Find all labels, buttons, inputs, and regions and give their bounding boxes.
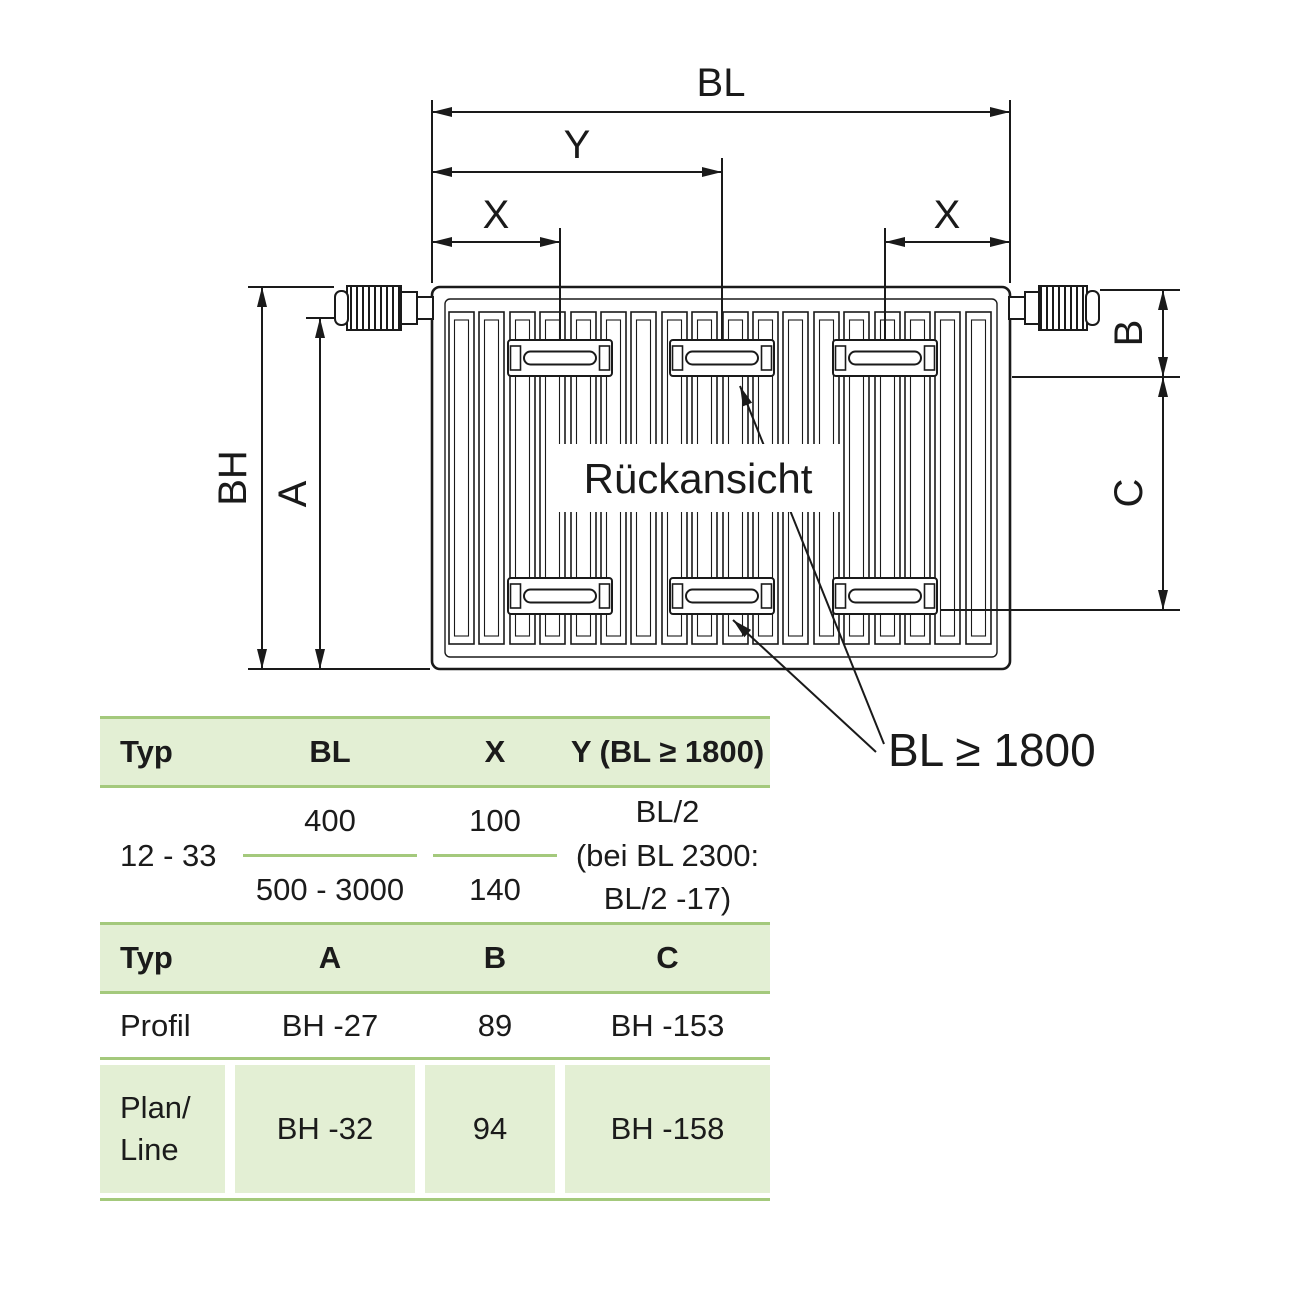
dimension-labels: BL Y X X BH A B C bbox=[211, 61, 1151, 507]
table1-bl-separator bbox=[243, 854, 417, 857]
view-label: Rückansicht bbox=[584, 455, 813, 502]
table2-profil-c: BH -153 bbox=[610, 1007, 725, 1043]
table2-header-row: Typ A B C bbox=[100, 922, 770, 994]
table1-bl-value-2: 500 - 3000 bbox=[255, 872, 405, 907]
table2-plan-a: BH -32 bbox=[235, 1065, 425, 1193]
table2-plan-typ-line-1: Plan/ bbox=[120, 1090, 191, 1126]
table-bottom-border bbox=[100, 1198, 770, 1201]
table1-header-typ: Typ bbox=[120, 734, 173, 769]
table2-plan-typ: Plan/ Line bbox=[100, 1065, 235, 1193]
table2-row-plan-line: Plan/ Line BH -32 94 BH -158 bbox=[100, 1065, 770, 1193]
table2-header-c: C bbox=[656, 940, 679, 975]
table2-row-profil: Profil BH -27 89 BH -153 bbox=[100, 994, 770, 1060]
dim-label-b: B bbox=[1107, 320, 1151, 347]
table1-y-line-2: (bei BL 2300: bbox=[575, 837, 760, 873]
table1-header-y: Y (BL ≥ 1800) bbox=[570, 734, 765, 769]
table2-header-typ: Typ bbox=[120, 940, 173, 975]
table1-body: 12 - 33 400 500 - 3000 100 140 BL/2 (bei… bbox=[100, 788, 770, 922]
table2-profil-typ: Profil bbox=[120, 1007, 191, 1043]
thermostat-valve-icon bbox=[334, 285, 434, 331]
view-label-box bbox=[556, 444, 840, 512]
table1-y-line-1: BL/2 bbox=[635, 794, 700, 830]
table1-x-value-2: 140 bbox=[469, 872, 521, 907]
table1-x-values: 100 140 bbox=[425, 788, 565, 923]
table1-x-value-1: 100 bbox=[469, 803, 521, 838]
dim-label-c: C bbox=[1107, 479, 1151, 508]
dim-label-y: Y bbox=[564, 123, 591, 167]
dim-label-x-left: X bbox=[483, 193, 510, 237]
table1-x-separator bbox=[433, 854, 557, 857]
radiator-rear-view-diagram: Rückansicht bbox=[211, 61, 1180, 776]
table1-typ-value: 12 - 33 bbox=[120, 837, 217, 873]
dim-label-bh: BH bbox=[211, 450, 255, 506]
dimension-tables: Typ BL X Y (BL ≥ 1800) 12 - 33 400 500 -… bbox=[100, 716, 770, 1201]
table1-bl-value-1: 400 bbox=[304, 803, 356, 838]
dim-label-x-right: X bbox=[934, 193, 961, 237]
dim-label-a: A bbox=[271, 480, 315, 507]
table2-profil-b: 89 bbox=[477, 1007, 513, 1043]
table1-y-value: BL/2 (bei BL 2300: BL/2 -17) bbox=[565, 788, 770, 923]
table1-header-x: X bbox=[484, 734, 506, 769]
callout-text: BL ≥ 1800 bbox=[888, 724, 1096, 776]
table1-header-row: Typ BL X Y (BL ≥ 1800) bbox=[100, 716, 770, 788]
valve-icon bbox=[1008, 285, 1100, 331]
table2-plan-b: 94 bbox=[425, 1065, 565, 1193]
table1-header-bl: BL bbox=[309, 734, 351, 769]
dimension-lines bbox=[248, 100, 1180, 670]
table1-y-line-3: BL/2 -17) bbox=[603, 881, 732, 917]
table2-plan-c: BH -158 bbox=[565, 1065, 770, 1193]
dim-label-bl: BL bbox=[697, 61, 746, 105]
table2-plan-typ-line-2: Line bbox=[120, 1132, 179, 1167]
table2-header-a: A bbox=[318, 940, 342, 975]
table2-profil-a: BH -27 bbox=[281, 1007, 379, 1043]
table1-bl-values: 400 500 - 3000 bbox=[235, 788, 425, 923]
table2-header-b: B bbox=[483, 940, 507, 975]
